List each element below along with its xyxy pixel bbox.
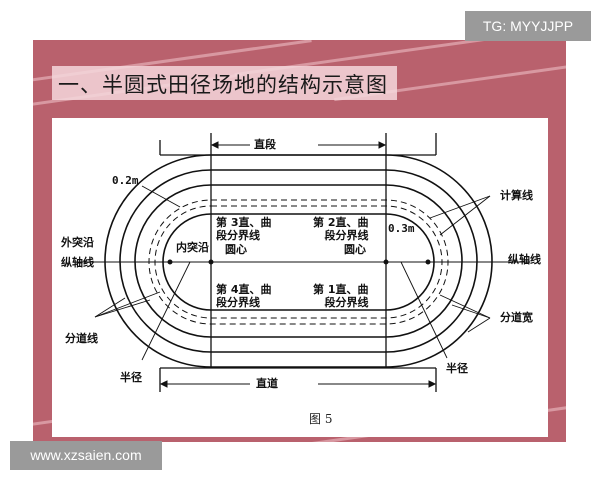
label-boundary-3: 第 3直、曲 段分界线 — [216, 216, 272, 242]
label-axis-left: 纵轴线 — [61, 256, 94, 269]
label-boundary-1: 第 1直、曲 段分界线 — [313, 283, 369, 309]
measuring-line-dashed — [148, 199, 449, 325]
label-radius-left: 半径 — [120, 371, 142, 384]
slide-title: 一、半圆式田径场地的结构示意图 — [58, 73, 388, 97]
label-boundary-4: 第 4直、曲 段分界线 — [216, 283, 272, 309]
label-outer-curb: 外突沿 — [61, 236, 94, 249]
label-lane-width: 分道宽 — [500, 311, 533, 324]
label-measuring-line: 计算线 — [500, 189, 533, 202]
label-offset-0-3m: 0.3m — [388, 222, 415, 235]
figure-caption: 图 5 — [309, 412, 333, 426]
label-radius-right: 半径 — [446, 362, 468, 375]
label-straight-segment: 直段 — [254, 138, 276, 151]
title-banner — [52, 66, 397, 100]
label-offset-0-2m: 0.2m — [112, 174, 139, 187]
label-boundary-2: 第 2直、曲 段分界线 — [313, 216, 369, 242]
watermark-top-right: TG: MYYJJPP — [465, 11, 591, 41]
track-lane-2 — [134, 184, 463, 338]
label-inner-curb: 内突沿 — [176, 241, 209, 254]
label-center-right: 圆心 — [344, 243, 366, 256]
label-axis-right: 纵轴线 — [508, 253, 541, 266]
label-center-left: 圆心 — [225, 243, 247, 256]
track-lane-3 — [119, 169, 478, 353]
label-lane-lines: 分道线 — [65, 332, 98, 345]
watermark-bottom-left: www.xzsaien.com — [10, 441, 162, 470]
label-straight-track: 直道 — [256, 377, 278, 390]
diagram-panel — [52, 118, 548, 437]
